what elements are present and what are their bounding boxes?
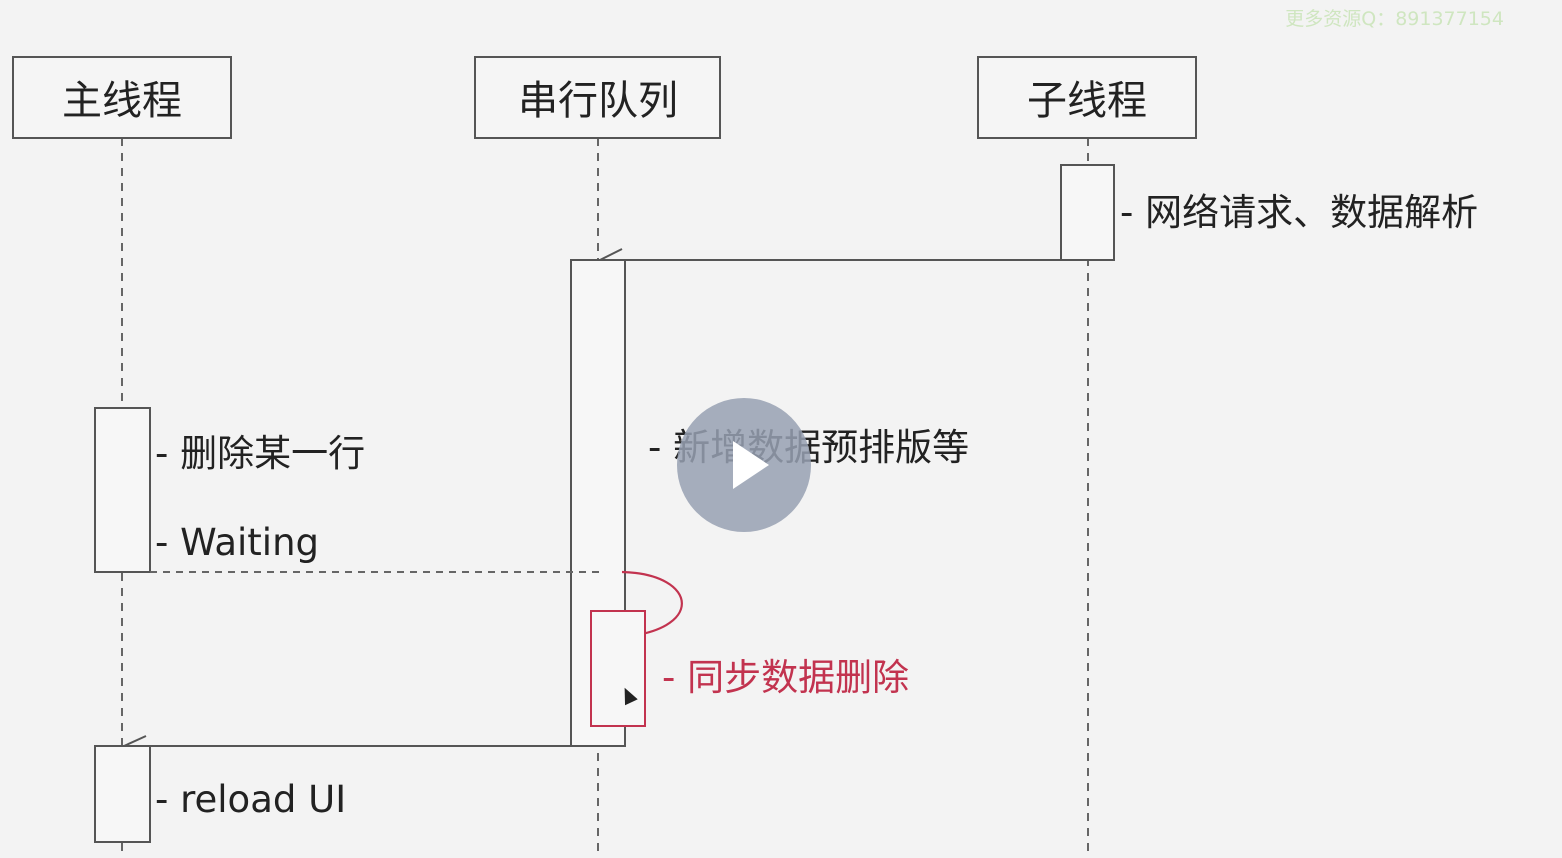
note-sync-delete: - 同步数据删除: [662, 656, 909, 699]
note-network: - 网络请求、数据解析: [1120, 191, 1478, 234]
watermark-text: 更多资源Q：891377154: [1285, 8, 1504, 30]
lane-title-serial: 串行队列: [518, 78, 678, 124]
arrowhead-icon: [123, 735, 147, 747]
note-waiting: - Waiting: [155, 521, 319, 564]
lane-header-main: 主线程: [12, 56, 232, 139]
lane-header-serial: 串行队列: [474, 56, 721, 139]
video-play-button[interactable]: [677, 398, 811, 532]
note-delete-row: - 删除某一行: [155, 432, 365, 475]
note-reload: - reload UI: [155, 778, 346, 821]
activation-main-1: [94, 407, 151, 573]
activation-main-2: [94, 745, 151, 843]
activation-child: [1060, 164, 1115, 261]
lane-header-child: 子线程: [977, 56, 1197, 139]
play-icon: [733, 441, 769, 489]
arrowhead-icon: [599, 248, 623, 261]
activation-sync-delete: [590, 610, 646, 727]
lane-title-main: 主线程: [62, 78, 182, 124]
lane-title-child: 子线程: [1027, 78, 1147, 124]
